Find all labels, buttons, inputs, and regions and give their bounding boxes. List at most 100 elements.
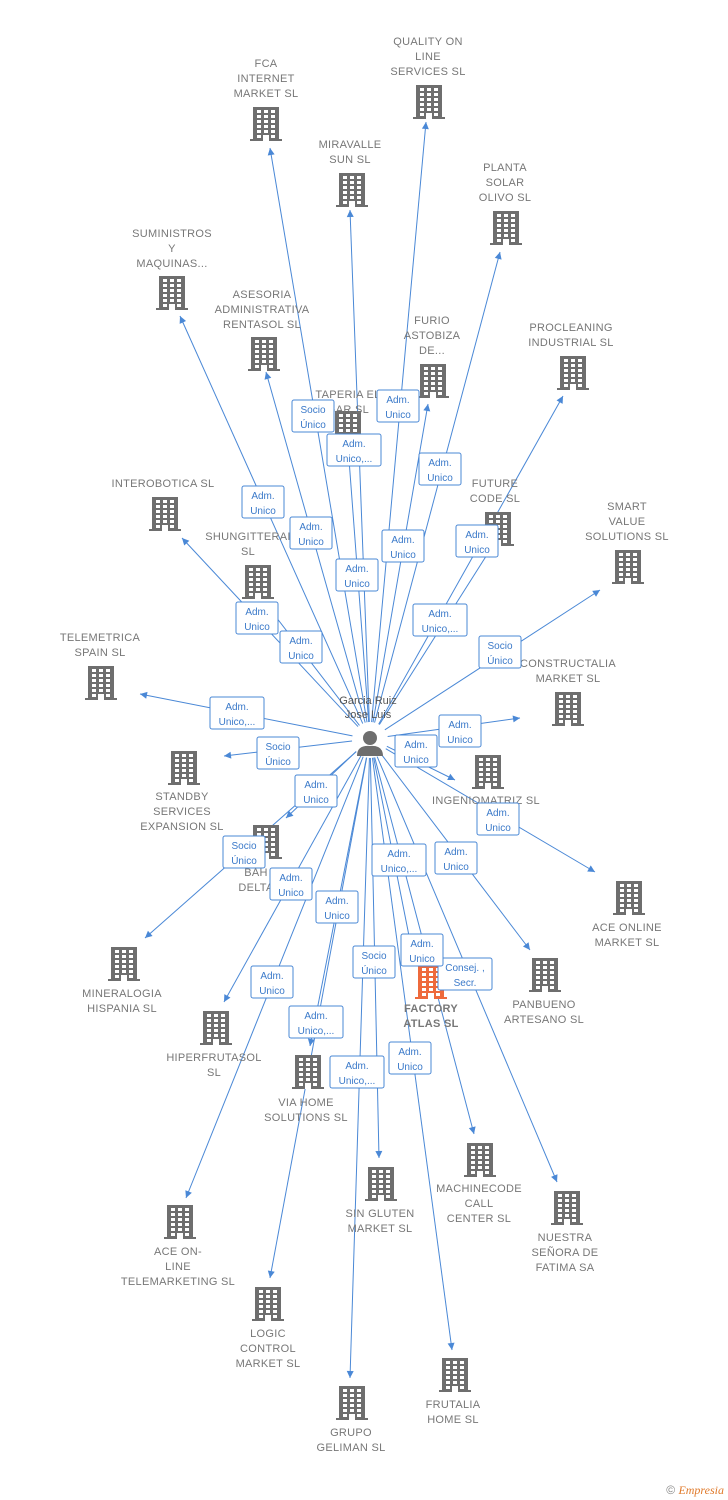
relation-label-r8[interactable]: Adm.Unico [455, 524, 499, 558]
brand-logo: Empresia [678, 1483, 724, 1497]
relation-text: Adm. [391, 535, 414, 546]
relation-text: Unico,... [339, 1076, 376, 1087]
relation-label-r15[interactable]: Adm.Unico [438, 714, 482, 748]
relation-label-r11[interactable]: Adm.Unico,... [412, 603, 468, 637]
company-node-ingeniomatriz[interactable]: INGENIOMATRIZ SL [432, 755, 540, 807]
company-label-line: DELTA [238, 882, 274, 894]
relation-text: Adm. [486, 808, 509, 819]
relation-label-r30[interactable]: Adm.Unico,... [329, 1055, 385, 1089]
relation-label-r4[interactable]: Adm.Unico [418, 452, 462, 486]
relation-label-r29[interactable]: Adm.Unico,... [288, 1005, 344, 1039]
relation-label-r19[interactable]: Adm.Unico [476, 802, 520, 836]
relation-label-r6[interactable]: Adm.Unico [289, 516, 333, 550]
relation-label-r17[interactable]: Adm.Unico [394, 734, 438, 768]
relation-label-r28[interactable]: Adm.Unico [400, 933, 444, 967]
relation-label-r22[interactable]: Adm.Unico [269, 867, 313, 901]
relation-label-r31[interactable]: Adm.Unico [388, 1041, 432, 1075]
relation-label-r18[interactable]: Adm.Unico [294, 774, 338, 808]
relation-text: Unico [344, 579, 370, 590]
relation-label-r12[interactable]: Adm.Unico [279, 630, 323, 664]
relation-label-r24[interactable]: Adm.Unico [315, 890, 359, 924]
company-label-line: ACE ON- [154, 1246, 202, 1258]
relation-label-r7[interactable]: Adm.Unico [381, 529, 425, 563]
relation-label-r2[interactable]: Adm.Unico [376, 389, 420, 423]
relation-label-r3[interactable]: Adm.Unico,... [326, 433, 382, 467]
relation-label-r14[interactable]: Adm.Unico,... [209, 696, 265, 730]
relation-label-r27[interactable]: Consej. ,Secr. [437, 957, 493, 991]
relation-label-r21[interactable]: Adm.Unico,... [371, 843, 427, 877]
building-icon [336, 1386, 368, 1420]
relation-label-r10[interactable]: Adm.Unico [235, 601, 279, 635]
relation-label-r5[interactable]: Adm.Unico [241, 485, 285, 519]
relation-label-r9[interactable]: Adm.Unico [335, 558, 379, 592]
relation-label-r23[interactable]: Adm.Unico [434, 841, 478, 875]
company-label[interactable]: INTEROBOTICA SL [112, 478, 215, 490]
company-node-interobotica[interactable]: INTEROBOTICA SL [112, 478, 215, 531]
relation-label-r26[interactable]: Adm.Unico [250, 965, 294, 999]
